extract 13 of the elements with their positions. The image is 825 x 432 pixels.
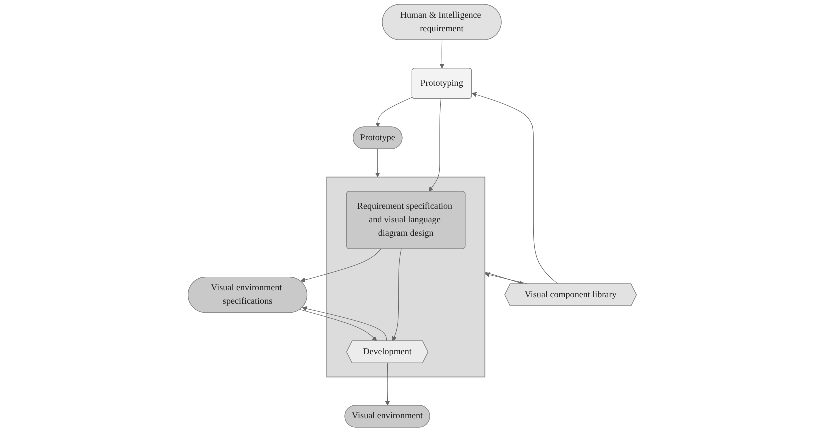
cluster	[326, 176, 486, 378]
arrow	[376, 97, 413, 128]
arrow	[392, 249, 402, 342]
arrow	[302, 306, 388, 342]
arrow	[484, 272, 528, 284]
arrow	[300, 249, 382, 283]
arrow	[300, 310, 378, 342]
arrow	[375, 148, 380, 178]
arrow	[428, 98, 442, 192]
arrow	[440, 40, 445, 69]
arrow	[385, 363, 390, 406]
arrow	[484, 272, 524, 286]
arrow	[472, 92, 559, 285]
